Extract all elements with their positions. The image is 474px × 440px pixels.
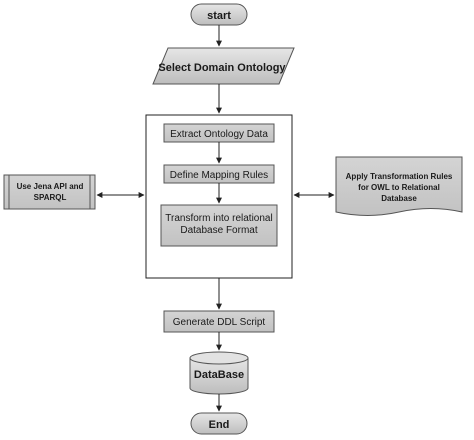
database-label: DataBase: [194, 369, 244, 381]
database-cylinder: DataBase: [189, 351, 249, 395]
generate-ddl-script-node: Generate DDL Script: [163, 310, 275, 333]
define-mapping-rules-label: Define Mapping Rules: [170, 170, 268, 181]
start-terminator: start: [190, 3, 248, 26]
select-domain-ontology-node: Select Domain Ontology: [152, 47, 295, 85]
transform-label-line1: Transform into relational: [165, 213, 272, 224]
end-terminator: End: [190, 412, 248, 435]
select-domain-ontology-label: Select Domain Ontology: [158, 62, 286, 74]
transform-label-line2: Database Format: [180, 225, 257, 236]
jena-api-node: Use Jena API and SPARQL: [3, 174, 96, 210]
extract-ontology-data-node: Extract Ontology Data: [163, 123, 275, 143]
start-label: start: [207, 10, 231, 22]
define-mapping-rules-node: Define Mapping Rules: [163, 164, 275, 184]
transform-node: Transform into relational Database Forma…: [160, 204, 278, 247]
jena-api-label-line2: SPARQL: [34, 193, 67, 202]
end-label: End: [209, 419, 230, 431]
jena-api-label-line1: Use Jena API and: [17, 182, 84, 191]
rules-label-line3: Database: [381, 194, 417, 203]
generate-ddl-script-label: Generate DDL Script: [173, 317, 266, 328]
transformation-rules-document: Apply Transformation Rules for OWL to Re…: [335, 156, 463, 216]
rules-label-line1: Apply Transformation Rules: [346, 172, 453, 181]
extract-ontology-data-label: Extract Ontology Data: [170, 129, 268, 140]
rules-label-line2: for OWL to Relational: [358, 183, 440, 192]
